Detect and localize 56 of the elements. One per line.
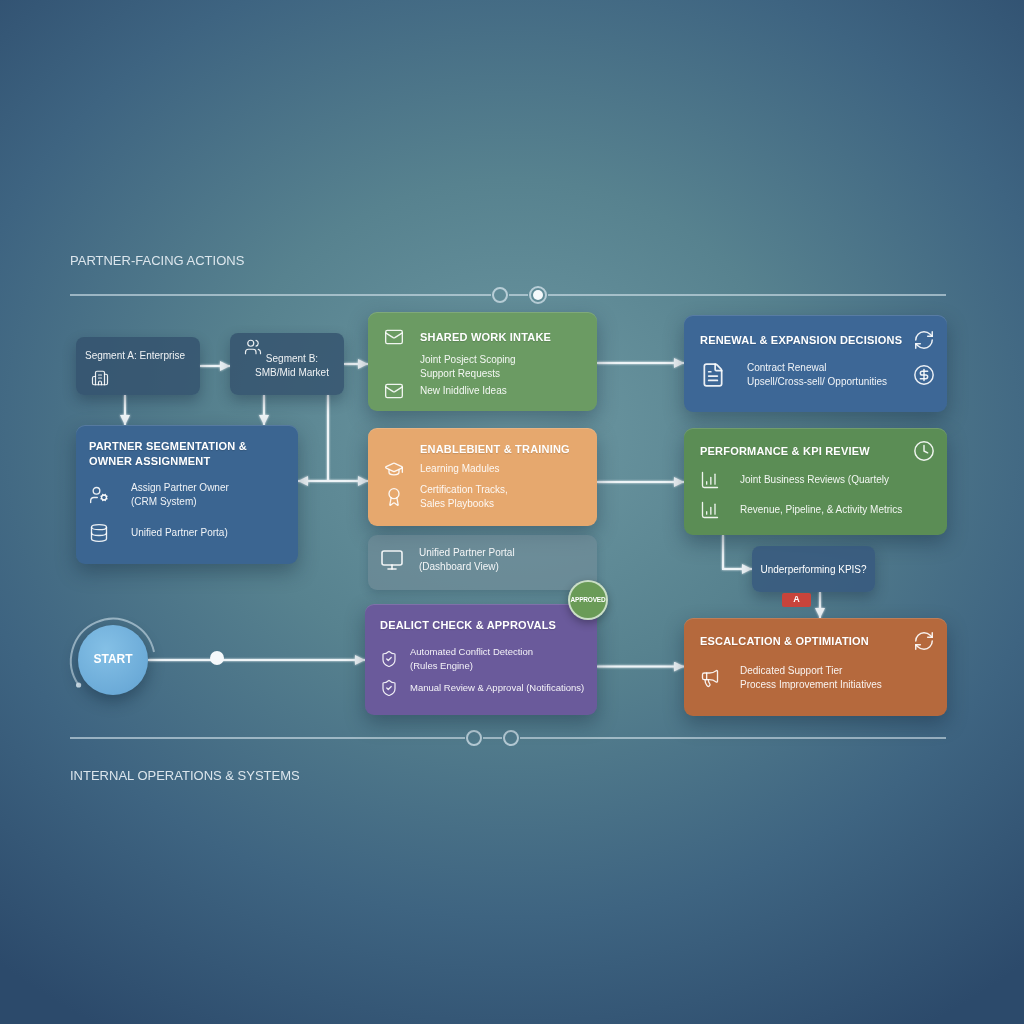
- card-text: Certification Tracks, Sales Playbooks: [420, 483, 509, 511]
- process-card: [365, 604, 597, 715]
- card-text: Joint Business Reviews (Quartely: [740, 473, 890, 487]
- card-heading: RENEWAL & EXPANSION DECISIONS: [700, 332, 904, 348]
- card-heading: SHARED WORK INTAKE: [420, 329, 553, 345]
- process-card: [76, 425, 298, 564]
- arrow: [596, 661, 685, 672]
- card-text: Automated Conflict Detection (Rules Engine): [410, 645, 535, 673]
- arrow: [199, 361, 231, 371]
- card-text: Unified Partner Porta): [131, 526, 229, 540]
- card-heading: DEALICT CHECK & APPROVALS: [380, 618, 558, 633]
- card-text: Assign Partner Owner (CRM System): [131, 481, 230, 509]
- tag-label: A: [793, 595, 800, 605]
- card-heading: ESCALCATION & OPTIMIATION: [700, 633, 870, 649]
- arrow: [815, 591, 825, 619]
- process-card: [684, 618, 947, 716]
- decision-label: Underperforming KPIS?: [760, 563, 867, 575]
- card-text: Process Improvement Initiatives: [740, 678, 883, 692]
- segment-box: [76, 337, 200, 395]
- card-text: Learning Madules: [420, 462, 501, 476]
- process-card: [684, 428, 947, 535]
- arrow: [343, 359, 369, 369]
- segment-label: Segment B: SMB/Mid Market: [254, 352, 330, 380]
- arrow: [259, 394, 269, 426]
- card-heading: PARTNER SEGMENTATION & OWNER ASSIGNMENT: [89, 439, 248, 469]
- card-text: Revenue, Pipeline, & Activity Metrics: [740, 503, 904, 517]
- card-heading: ENABLEBIENT & TRAINING: [420, 442, 571, 457]
- process-card: [368, 535, 597, 590]
- card-text: Support Requests: [420, 367, 502, 381]
- card-text: Contract Renewal: [747, 361, 828, 375]
- start-label: START: [93, 653, 133, 667]
- card-text: Upsell/Cross-sell/ Opportunities: [747, 375, 889, 389]
- segment-box: [230, 333, 344, 395]
- card-text: (Dashboard View): [419, 560, 500, 574]
- segment-label: Segment A: Enterprise: [85, 349, 186, 363]
- process-card: [368, 428, 597, 526]
- process-card: [684, 315, 947, 412]
- arrow: [327, 394, 369, 486]
- card-text: New Iniddlive Ideas: [420, 384, 508, 398]
- card-text: Dedicated Support Tier: [740, 664, 844, 678]
- arrow: [722, 534, 753, 574]
- section-label: PARTNER-FACING ACTIONS: [70, 253, 245, 269]
- start-circle: [78, 625, 148, 695]
- card-text: Unified Partner Portal: [419, 546, 516, 560]
- decision-box: [752, 546, 875, 592]
- arrow: [596, 477, 685, 487]
- arrow: [120, 394, 130, 426]
- status-badge: [568, 580, 608, 620]
- process-card: [368, 312, 597, 411]
- flag-tag: [782, 593, 811, 607]
- arrow: [596, 358, 685, 368]
- arrow: [147, 655, 366, 665]
- card-text: Joint Posject Scoping: [420, 353, 517, 367]
- section-label: INTERNAL OPERATIONS & SYSTEMS: [70, 768, 300, 784]
- card-heading: PERFORMANCE & KPI REVIEW: [700, 443, 871, 459]
- card-text: Manual Review & Approval (Notifications): [410, 681, 586, 695]
